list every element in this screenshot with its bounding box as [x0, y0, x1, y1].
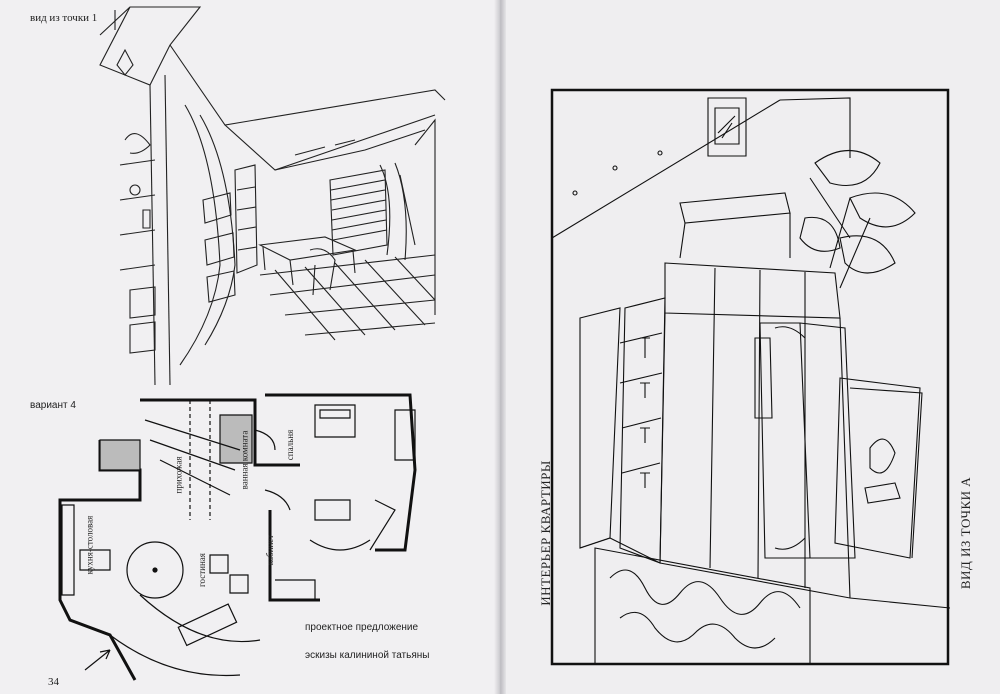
book-gutter: [494, 0, 506, 694]
interior-sketch: [550, 88, 950, 668]
caption-line-2: эскизы калининой татьяны: [305, 650, 430, 661]
page-number: 34: [48, 676, 59, 688]
view-heading: вид из точки 1: [30, 12, 98, 24]
room-label-bedroom: спальня: [285, 429, 296, 461]
left-page: вид из точки 1: [0, 0, 497, 694]
room-label-living: гостиная: [196, 553, 207, 587]
right-page: ИНТЕРЬЕР КВАРТИРЫ ВИД ИЗ ТОЧКИ А: [506, 0, 1000, 694]
room-label-bathroom: ванная комната: [239, 430, 250, 490]
room-label-kitchen: кухня-столовая: [84, 515, 95, 575]
room-label-hallway: прихожая: [173, 456, 184, 494]
side-title: ИНТЕРЬЕР КВАРТИРЫ: [538, 460, 553, 606]
caption-line-1: проектное предложение: [305, 622, 419, 633]
variant-label: вариант 4: [30, 400, 76, 411]
room-label-study: кабинет: [265, 534, 276, 566]
perspective-sketch: [95, 5, 455, 385]
floor-plan: [40, 390, 440, 690]
side-view-label: ВИД ИЗ ТОЧКИ А: [958, 476, 973, 590]
